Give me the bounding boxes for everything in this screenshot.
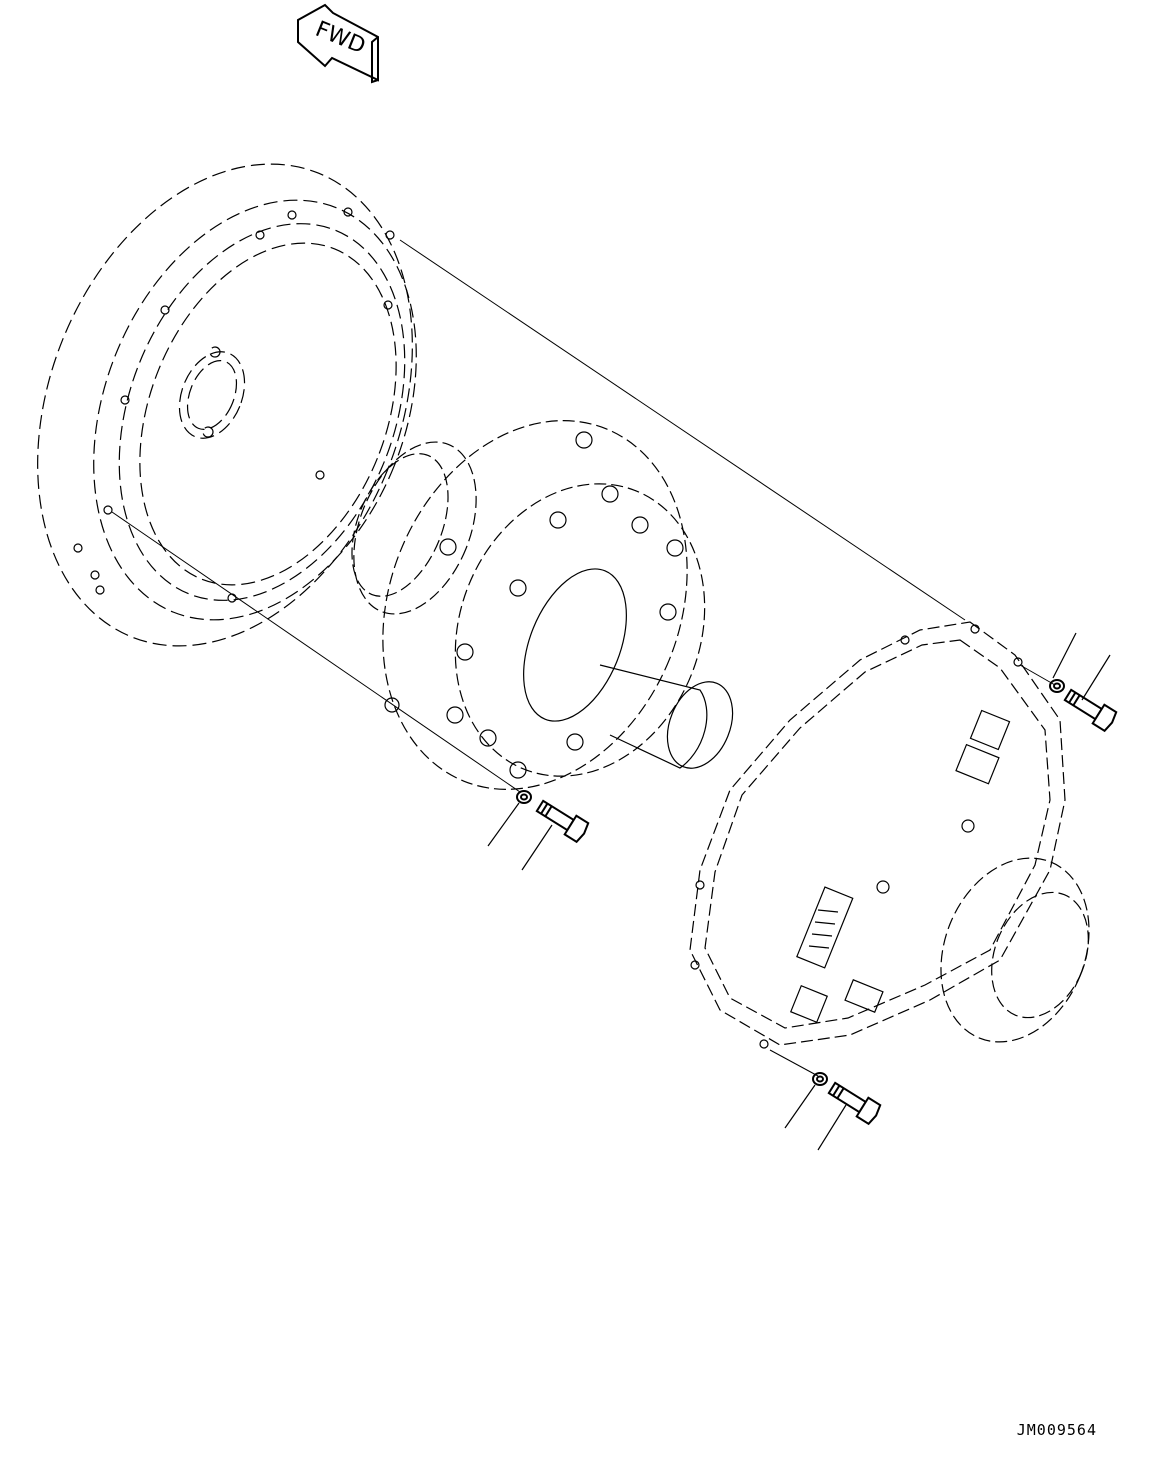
leader-lines xyxy=(487,632,1111,1151)
damper-coupling xyxy=(351,420,734,790)
fwd-arrow-icon: FWD xyxy=(297,3,379,84)
flywheel-housing xyxy=(37,163,417,647)
alignment-lines xyxy=(111,239,1056,1077)
bolt-icon xyxy=(535,688,1118,1126)
washer-icon xyxy=(516,679,1065,1086)
drawing-code: JM009564 xyxy=(1016,1421,1097,1439)
transmission-case xyxy=(689,621,1090,1049)
